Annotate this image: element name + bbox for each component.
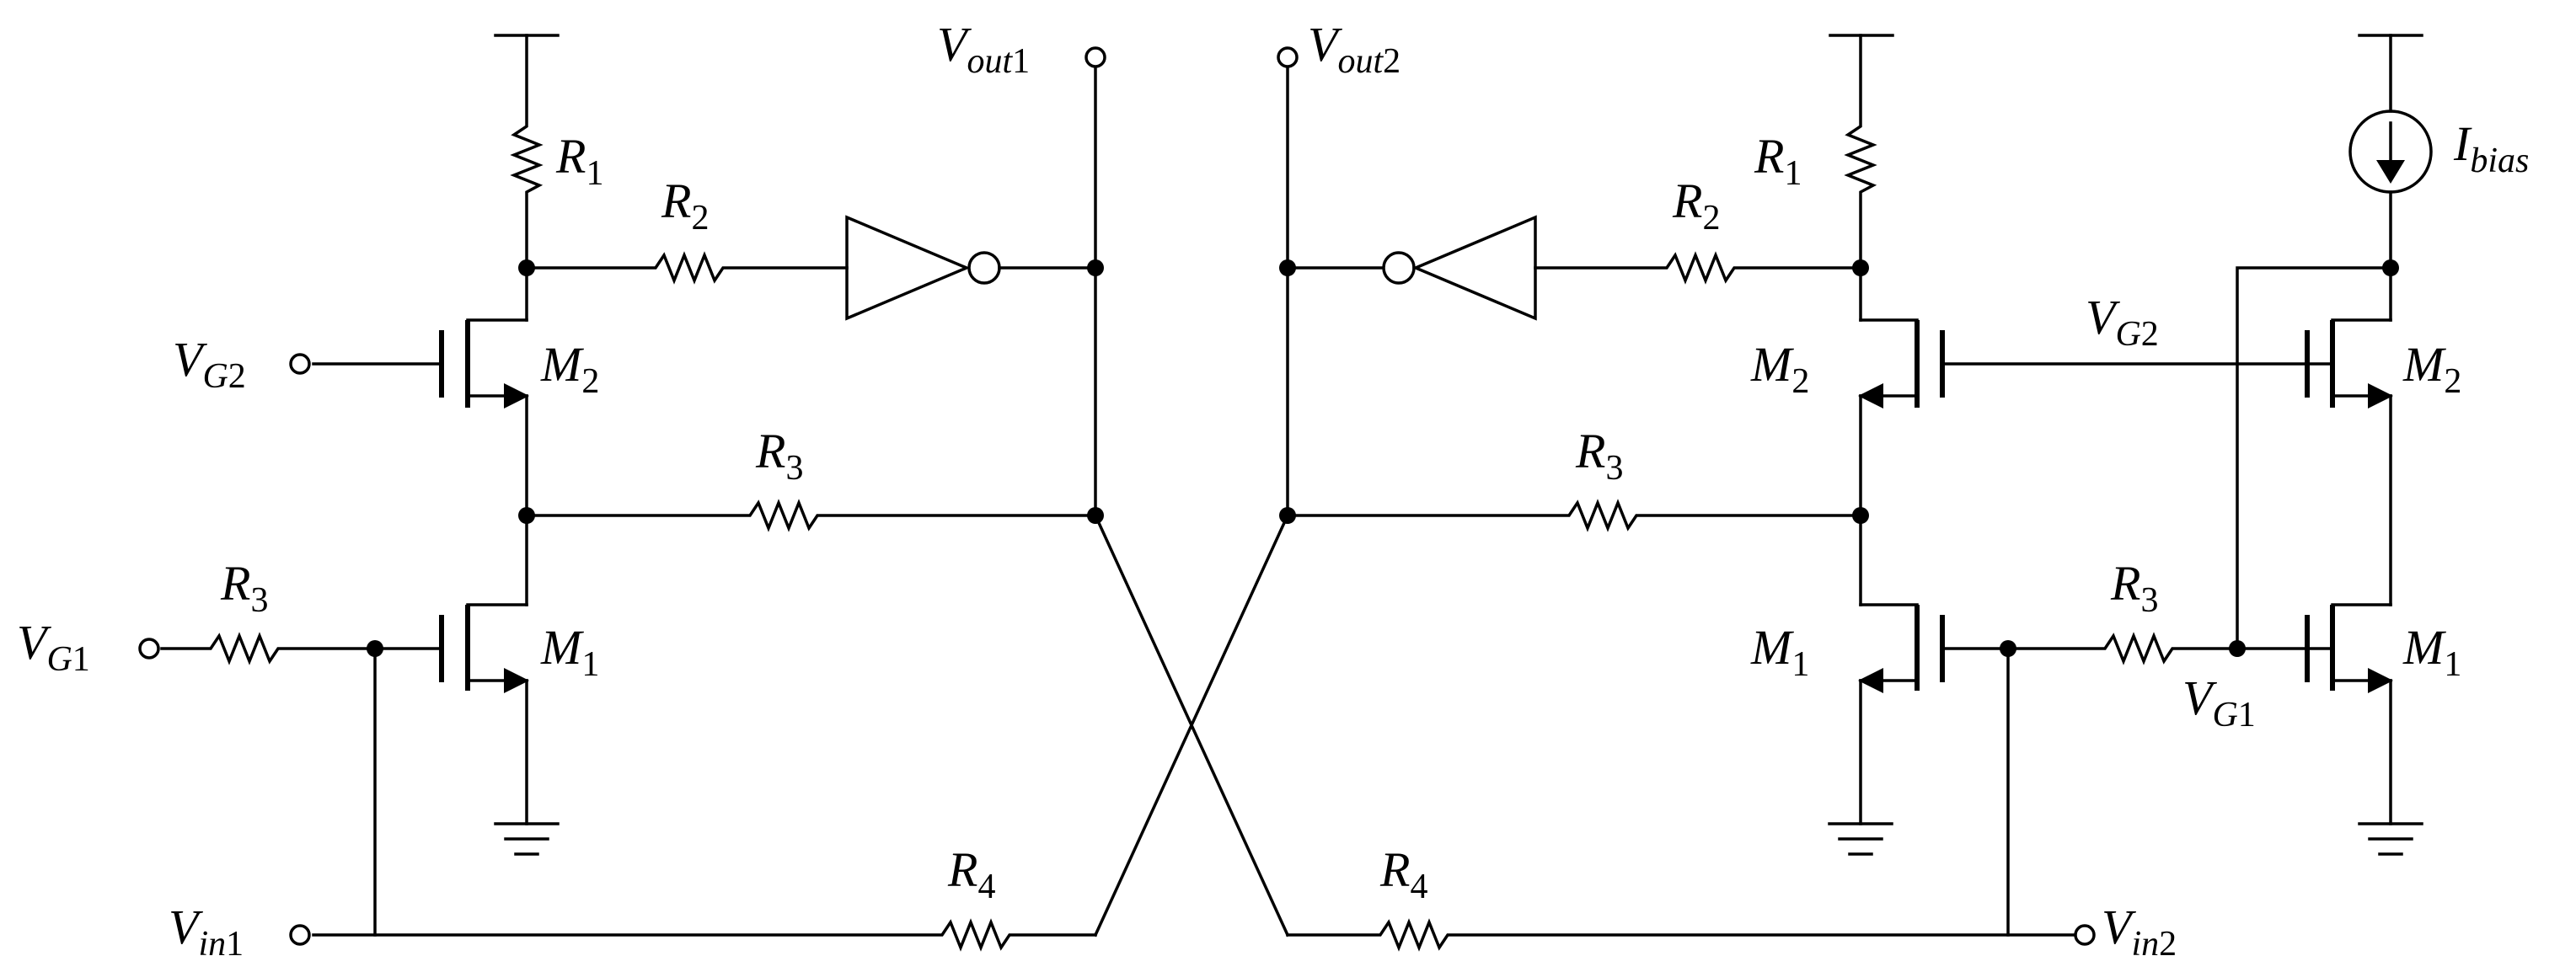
junction: [1279, 507, 1296, 524]
m1-arrow: [504, 668, 529, 693]
vout2-terminal: [1277, 46, 1299, 68]
bias-feedback-wire: [2236, 266, 2392, 650]
junction: [518, 507, 535, 524]
r2-label-right: R2: [1672, 174, 1720, 238]
resistor-r1: [1844, 34, 1877, 270]
labels: Vout1 Vout2 VG2 VG1 Vin1 Vin2 VG2 VG1 Ib…: [17, 17, 2529, 964]
junction: [2229, 640, 2246, 657]
r3-label: R3: [755, 424, 803, 488]
resistor-r2: [1534, 251, 1862, 285]
resistor-r1: [510, 34, 544, 270]
vin2-label: Vin2: [2102, 900, 2177, 964]
r3-gate-label-right: R3: [2110, 556, 2158, 620]
r1-label: R1: [555, 129, 603, 193]
m2-arrow: [504, 383, 529, 409]
m2-arrow: [1858, 383, 1883, 409]
resistor-r4: [312, 918, 1097, 952]
junction: [518, 259, 535, 276]
inverter-2: [1411, 215, 1537, 321]
r3-label-right: R3: [1575, 424, 1623, 488]
inverter-2-bubble: [1382, 251, 1416, 285]
m2-label-bias: M2: [2402, 337, 2461, 401]
inverter-1-bubble: [967, 251, 1001, 285]
resistor-r2: [525, 251, 849, 285]
right-circuit: [1093, 34, 2433, 952]
r3-gate-label: R3: [220, 556, 268, 620]
ground: [494, 822, 560, 856]
m1-label: M1: [540, 620, 599, 684]
vg1-terminal: [138, 638, 160, 660]
junction: [1279, 259, 1296, 276]
r2-label: R2: [661, 174, 709, 238]
junction: [1852, 507, 1869, 524]
ibias-label: Ibias: [2453, 116, 2529, 180]
m2-label: M2: [540, 337, 599, 401]
vg2-terminal: [289, 353, 311, 375]
r4-label-right: R4: [1379, 842, 1427, 906]
junction: [2000, 640, 2016, 657]
m1-arrow: [1858, 668, 1883, 693]
resistor-r3: [1286, 499, 1862, 532]
vin2-terminal: [2074, 924, 2096, 946]
cross-wire: [1093, 513, 1290, 937]
junction: [1852, 259, 1869, 276]
vg1-label-right: VG1: [2182, 670, 2256, 734]
ground: [1828, 822, 1893, 856]
m1-arrow: [2368, 668, 2393, 693]
vout1-label: Vout1: [937, 17, 1030, 81]
vout2-label: Vout2: [1308, 17, 1400, 81]
vg2-label-right: VG2: [2086, 290, 2159, 354]
vg1-label: VG1: [17, 615, 90, 679]
r4-label: R4: [947, 842, 995, 906]
vin1-terminal: [289, 924, 311, 946]
m2-label-right: M2: [1750, 337, 1809, 401]
resistor-r3: [525, 499, 1097, 532]
left-circuit: [138, 34, 1290, 952]
inverter-1: [845, 215, 971, 321]
ground: [2358, 822, 2423, 856]
resistor-r3-gate: [1941, 632, 2334, 665]
current-source: [2348, 109, 2433, 194]
junction: [2382, 259, 2399, 276]
vout1-terminal: [1084, 46, 1106, 68]
r1-label-right: R1: [1754, 129, 1802, 193]
resistor-r3-gate: [160, 632, 443, 665]
junction: [367, 640, 383, 657]
vg2-label: VG2: [173, 332, 246, 396]
m1-label-bias: M1: [2402, 620, 2461, 684]
m2-arrow: [2368, 383, 2393, 409]
resistor-r4: [1286, 918, 2076, 952]
vin1-label: Vin1: [169, 900, 244, 964]
junction: [1087, 259, 1104, 276]
m1-label-right: M1: [1750, 620, 1809, 684]
